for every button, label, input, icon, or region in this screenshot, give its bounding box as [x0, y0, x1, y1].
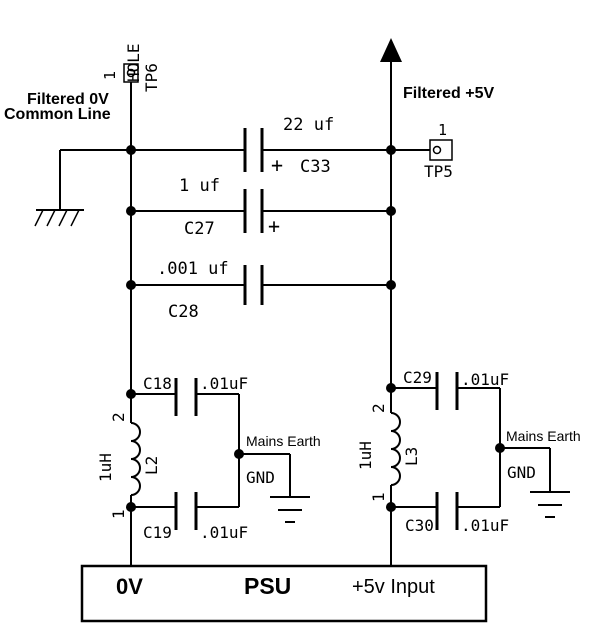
c30-value: .01uF [461, 516, 509, 535]
c18-value: .01uF [200, 374, 248, 393]
tp5-name-label: TP5 [424, 162, 453, 181]
right-ground-icon [530, 491, 570, 518]
filtered-0v-label: Filtered 0V [27, 91, 109, 108]
junction-dot [386, 502, 396, 512]
right-gnd-label: GND [507, 463, 536, 482]
l3-value: 1uH [356, 441, 375, 470]
psu-title: PSU [244, 573, 291, 599]
c29-ref: C29 [403, 368, 432, 387]
l3-pin-top: 2 [369, 403, 388, 413]
junction-dot [126, 280, 136, 290]
left-ground-icon [270, 496, 310, 523]
capacitor-c29 [391, 372, 500, 410]
junction-dot [126, 389, 136, 399]
c28-value: .001 uf [157, 259, 229, 279]
psu-5v-terminal: +5v Input [352, 576, 435, 598]
c29-value: .01uF [461, 370, 509, 389]
c18-ref: C18 [143, 374, 172, 393]
psu-0v-terminal: 0V [116, 574, 143, 599]
c27-ref: C27 [184, 219, 215, 239]
c28-ref: C28 [168, 302, 199, 322]
tp6-pin-label: 1 [101, 71, 119, 80]
capacitor-c30 [391, 492, 500, 530]
junction-dot [386, 383, 396, 393]
l3-pin-bottom: 1 [369, 492, 388, 502]
left-gnd-label: GND [246, 468, 275, 487]
c33-polarity: + [271, 153, 283, 177]
c30-ref: C30 [405, 516, 434, 535]
junction-dot [386, 206, 396, 216]
junction-dot [126, 502, 136, 512]
l2-pin-bottom: 1 [109, 509, 128, 519]
junction-dot [386, 280, 396, 290]
junction-dot [234, 449, 244, 459]
l2-ref: L2 [142, 456, 161, 475]
psu-box [80, 564, 488, 623]
junction-dot [386, 145, 396, 155]
capacitor-c19 [131, 492, 239, 530]
chassis-ground-icon [34, 149, 131, 227]
c19-value: .01uF [200, 523, 248, 542]
common-line-label: Common Line [4, 106, 111, 123]
l2-value: 1uH [96, 453, 115, 482]
tp6-name-label: TP6 [142, 63, 161, 92]
l2-pin-top: 2 [109, 412, 128, 422]
c19-ref: C19 [143, 523, 172, 542]
right-mains-earth-label: Mains Earth [506, 428, 581, 444]
tp6-type-label: HOLE [124, 43, 143, 82]
inductor-l3 [390, 412, 401, 486]
c33-value: 22 uf [283, 115, 334, 135]
junction-dot [126, 145, 136, 155]
tp6-test-point [123, 63, 139, 83]
junction-dot [126, 206, 136, 216]
c27-polarity: + [268, 214, 280, 238]
c27-value: 1 uf [179, 176, 220, 196]
left-mains-earth-label: Mains Earth [246, 433, 321, 449]
l3-ref: L3 [402, 447, 421, 466]
inductor-l2 [130, 422, 141, 496]
capacitor-c28 [131, 265, 391, 305]
junction-dot [495, 443, 505, 453]
capacitor-c18 [131, 378, 239, 416]
tp5-pin-label: 1 [438, 121, 447, 139]
tp5-test-point [429, 139, 453, 161]
filtered-5v-label: Filtered +5V [403, 85, 494, 102]
capacitor-c27 [131, 189, 391, 233]
capacitor-c33 [131, 128, 391, 172]
c33-ref: C33 [300, 157, 331, 177]
plus-5v-arrow-icon [380, 38, 402, 62]
